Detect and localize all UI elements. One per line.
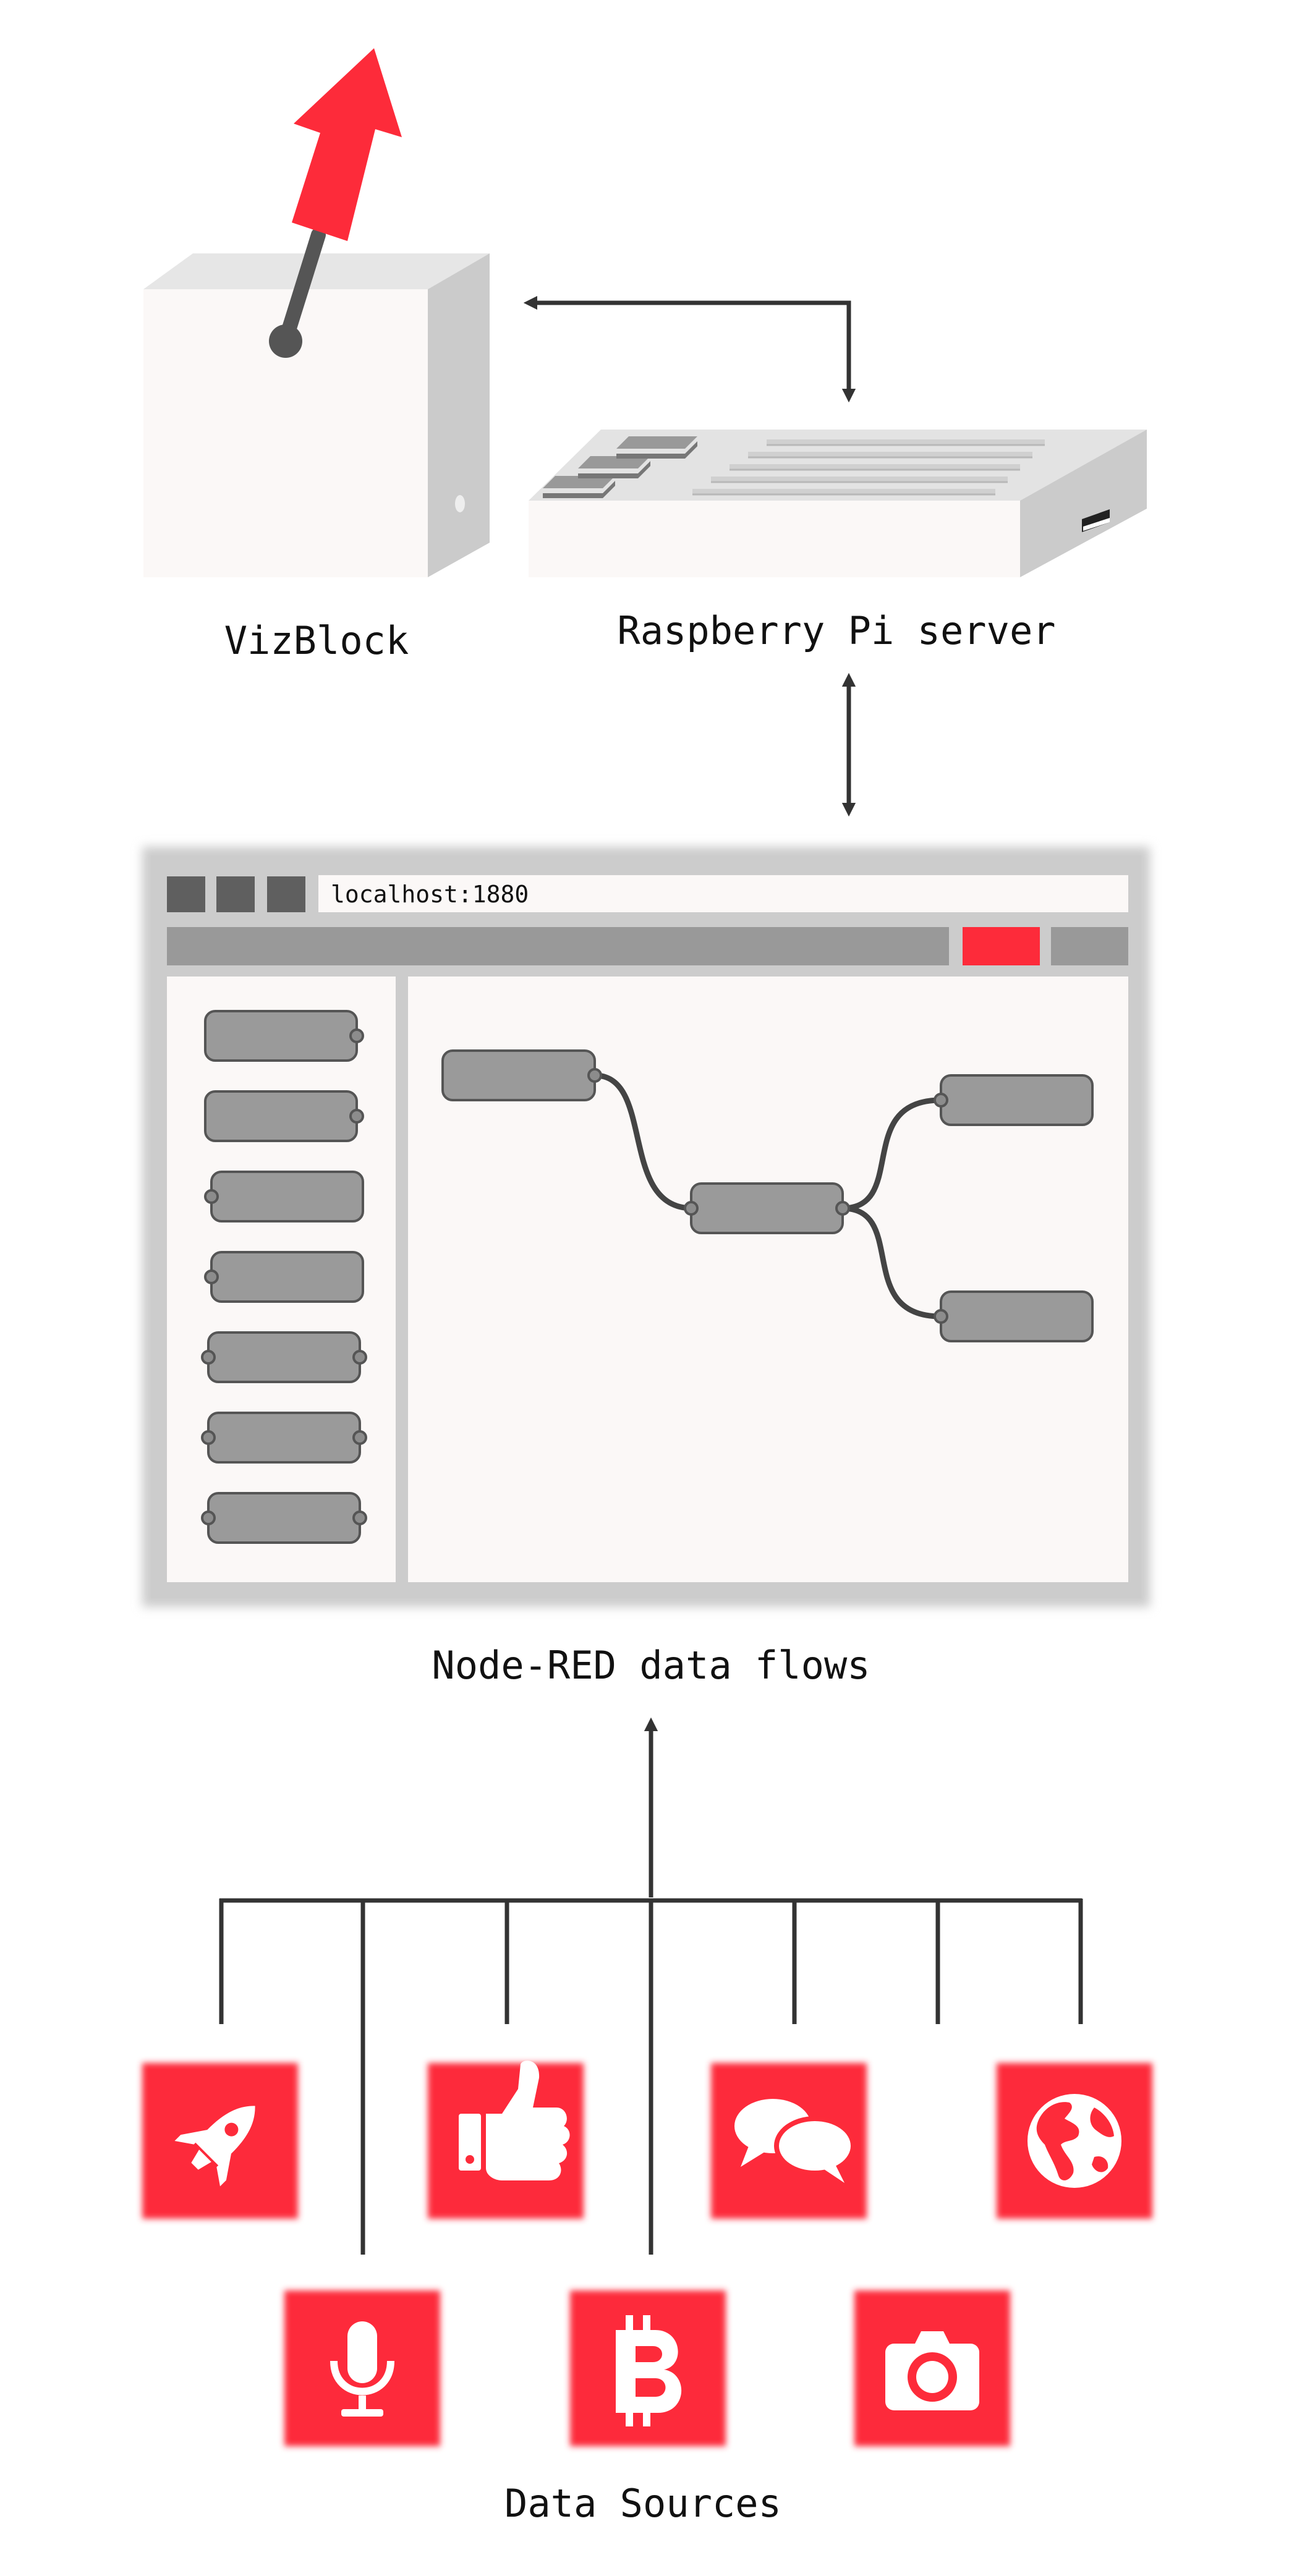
address-bar-url: localhost:1880 [331, 881, 529, 908]
deploy-button[interactable] [963, 927, 1040, 965]
window-button-3[interactable] [267, 876, 305, 912]
data-source-tile [428, 2061, 584, 2219]
vizblock-device [143, 48, 490, 577]
palette-node[interactable] [201, 1331, 367, 1383]
toolbar [167, 927, 949, 965]
nodered-browser-window: localhost:1880 [142, 847, 1150, 1607]
bitcoin-icon [616, 2315, 682, 2426]
data-source-connectors [219, 1717, 1083, 2255]
palette-node[interactable] [201, 1492, 367, 1544]
data-source-tile [284, 2290, 440, 2446]
data-sources-label: Data Sources [504, 2481, 781, 2526]
microphone-icon [330, 2321, 394, 2417]
menu-button[interactable] [1051, 927, 1128, 965]
flow-node-function[interactable] [684, 1182, 850, 1234]
nodered-label: Node-RED data flows [432, 1643, 870, 1688]
flow-wire [841, 1205, 942, 1320]
palette-node[interactable] [201, 1412, 367, 1464]
data-source-tile [570, 2290, 726, 2446]
data-source-tile [142, 2063, 298, 2219]
flow-node-input[interactable] [441, 1049, 602, 1101]
data-source-tile [854, 2290, 1010, 2446]
thumbs-up-icon [459, 2061, 570, 2180]
window-button-2[interactable] [216, 876, 255, 912]
rocket-icon [174, 2106, 255, 2187]
flow-wire [594, 1072, 693, 1211]
vizblock-pi-connector [523, 295, 856, 403]
globe-icon [1027, 2094, 1121, 2188]
address-bar[interactable] [318, 875, 1128, 912]
palette-node[interactable] [204, 1171, 364, 1222]
palette-node[interactable] [204, 1251, 364, 1303]
camera-icon [885, 2331, 979, 2410]
data-source-tile [711, 2063, 867, 2219]
data-source-tile [997, 2063, 1152, 2219]
lever-pivot [269, 324, 302, 358]
flow-node-output[interactable] [934, 1290, 1094, 1342]
vizblock-label: VizBlock [224, 618, 409, 663]
up-arrow-icon [292, 48, 402, 241]
raspberry-pi-label: Raspberry Pi server [617, 608, 1055, 653]
flow-node-output[interactable] [934, 1074, 1094, 1126]
palette-node[interactable] [204, 1010, 364, 1062]
flow-wire [841, 1097, 942, 1211]
palette-node[interactable] [204, 1090, 364, 1142]
lever-handle [278, 227, 326, 347]
chat-bubbles-icon [734, 2099, 856, 2183]
raspberry-pi-device [529, 430, 1147, 577]
window-button-1[interactable] [167, 876, 205, 912]
